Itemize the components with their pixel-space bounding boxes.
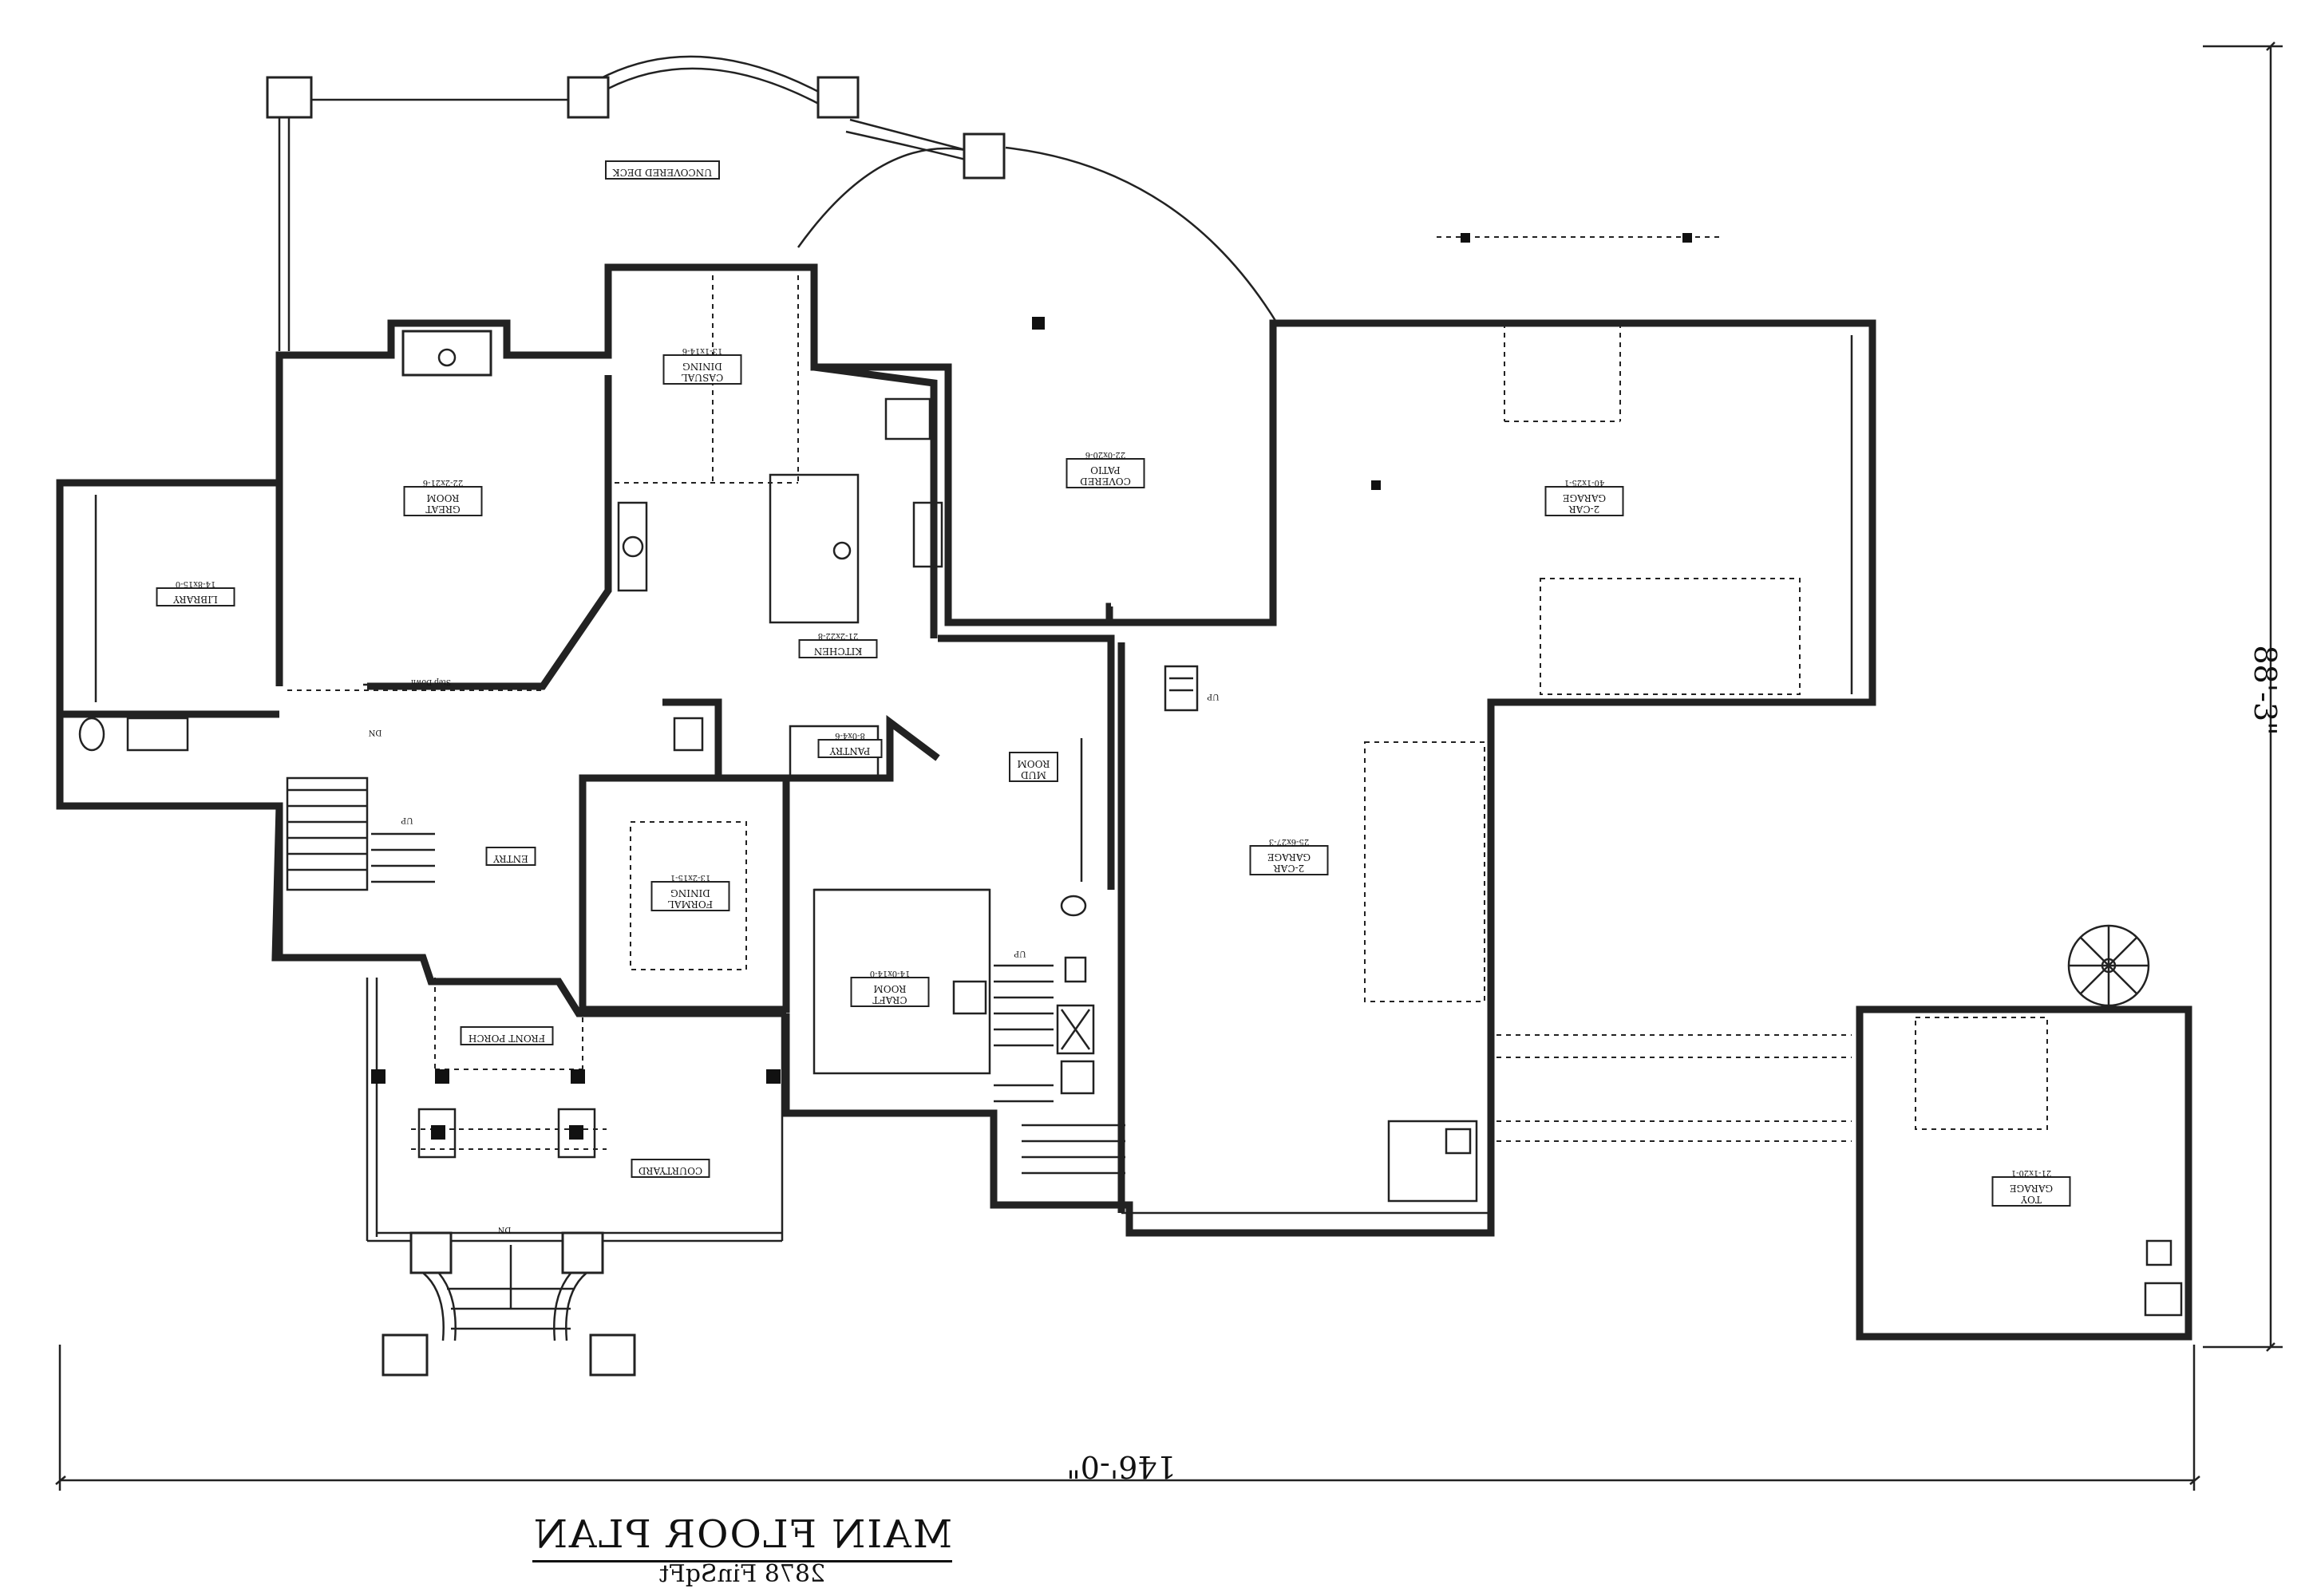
room-name: LIBRARY: [172, 594, 218, 605]
room-size: 14-8x15-0: [176, 579, 216, 588]
room-label-box: [1991, 1176, 2071, 1207]
room-label-box: [403, 486, 483, 516]
room-size: 13-1x14-6: [682, 346, 723, 355]
room-name: 2-CAR: [1273, 863, 1305, 874]
room-label-library: LIBRARY 14-8x15-0: [156, 579, 235, 606]
room-name: COURTYARD: [639, 1165, 702, 1176]
room-name: COVERED: [1080, 476, 1131, 487]
room-label-courtyard: COURTYARD: [631, 1159, 710, 1178]
annotation-up: UP: [401, 816, 413, 824]
room-label-front-porch: FRONT PORCH: [460, 1026, 554, 1045]
room-label-box: [605, 160, 720, 180]
room-name: PANTRY: [829, 745, 871, 757]
room-size: 14-0x14-0: [870, 969, 911, 978]
room-label-box: [650, 881, 730, 911]
width-dimension: 146'-0": [1066, 1449, 1176, 1484]
annotation-dn: DN: [497, 1225, 511, 1234]
annotation-dn: DN: [368, 728, 382, 737]
plan-subtitle: 2878 FinSqFt: [658, 1560, 826, 1588]
room-name: GARAGE: [1267, 851, 1311, 863]
interior-walls: [60, 275, 1199, 1175]
room-label-entry: ENTRY: [485, 847, 536, 866]
room-size: 25-6x27-3: [1269, 837, 1310, 846]
breezeway: [1496, 1034, 1852, 1142]
room-name: 2-CAR: [1568, 504, 1600, 515]
room-label-box: [1009, 752, 1058, 782]
room-labels: UNCOVERED DECKCASUALDINING13-1x14-6GREAT…: [156, 160, 2071, 1207]
room-size: 8-0x4-6: [835, 731, 865, 740]
room-name: DINING: [682, 361, 722, 372]
room-name: TOY: [2020, 1194, 2042, 1205]
room-label-pantry: PANTRY 8-0x4-6: [817, 731, 883, 758]
room-name: CRAFT: [872, 994, 907, 1005]
exterior-walls: [56, 263, 1876, 1237]
room-size: 22-0x20-6: [1085, 450, 1126, 459]
room-size: 21-2x22-8: [818, 631, 859, 640]
uncovered-deck-outline: [266, 55, 1279, 351]
plan-title-text: MAIN FLOOR PLAN: [532, 1512, 953, 1562]
room-name: DINING: [670, 887, 710, 899]
room-name: ENTRY: [492, 853, 528, 864]
left-stairs: [287, 788, 435, 883]
room-size: 13-2x15-1: [670, 873, 711, 882]
deck-rail-right: [1437, 233, 1720, 243]
room-label-box: [662, 354, 742, 385]
plan-title: MAIN FLOOR PLAN: [0, 1512, 1485, 1562]
room-label-box: [1066, 458, 1145, 488]
room-size: 22-2x21-6: [423, 478, 464, 487]
room-label-box: [1544, 486, 1624, 516]
room-label-uncovered-deck: UNCOVERED DECK: [605, 160, 720, 180]
room-name: GARAGE: [2010, 1183, 2053, 1194]
room-label-box: [1249, 845, 1329, 875]
room-label-box: [850, 977, 930, 1007]
annotation-up: UP: [1207, 692, 1219, 701]
room-name: ROOM: [427, 492, 460, 504]
room-size: 40-1x25-1: [1564, 478, 1605, 487]
annotation-step-down: Step Down: [411, 678, 451, 685]
right-stairs: [994, 964, 1125, 1175]
room-name: MUD: [1021, 769, 1046, 780]
room-name: FORMAL: [668, 899, 713, 910]
room-label-box: [631, 1159, 710, 1178]
annotation-up: UP: [1014, 949, 1026, 958]
room-label-box: [460, 1026, 554, 1045]
front-porch-courtyard: [366, 978, 784, 1377]
toy-garage-outline: [1856, 924, 2192, 1341]
room-name: PATIO: [1090, 464, 1121, 476]
room-size: 21-1x20-1: [2011, 1168, 2052, 1177]
room-name: CASUAL: [682, 372, 723, 383]
room-name: FRONT PORCH: [469, 1033, 545, 1044]
main-garage-outline: [1032, 317, 1853, 1213]
room-name: ROOM: [1018, 758, 1050, 769]
room-name: GARAGE: [1563, 492, 1606, 504]
room-label-box: [156, 587, 235, 606]
room-label-kitchen: KITCHEN 21-2x22-8: [798, 631, 878, 658]
lower-garage-outline: [1121, 1029, 1493, 1215]
room-label-box: [798, 639, 878, 658]
room-name: UNCOVERED DECK: [612, 167, 713, 178]
overall-dimension-lines: [55, 41, 2283, 1491]
room-name: ROOM: [874, 983, 907, 994]
room-label-box: [817, 739, 883, 758]
depth-dimension: 88'-3": [2248, 645, 2283, 735]
room-name: KITCHEN: [814, 646, 863, 657]
spiral-stair: [2067, 924, 2150, 1007]
room-name: GREAT: [425, 504, 460, 515]
room-label-box: [485, 847, 536, 866]
